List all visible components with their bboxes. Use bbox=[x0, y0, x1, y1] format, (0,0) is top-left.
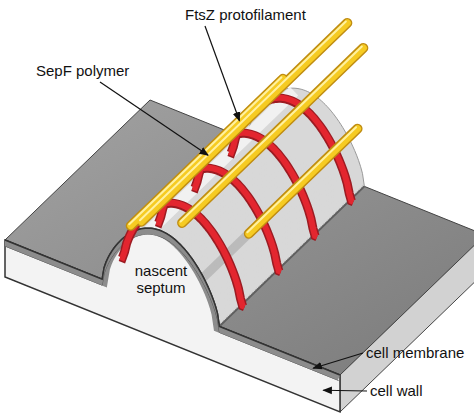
ftsz-rod bbox=[182, 48, 363, 223]
leader-lines bbox=[100, 26, 367, 391]
annotation-label: cell membrane bbox=[366, 344, 464, 361]
cell-wall-section bbox=[5, 228, 340, 412]
ftsz-rod-highlight bbox=[181, 46, 362, 221]
ftsz-rod-edge bbox=[182, 48, 363, 223]
ftsz-rod-edge bbox=[141, 23, 347, 222]
leader-arrow bbox=[323, 390, 367, 392]
ftsz-rod-highlight bbox=[140, 21, 346, 220]
ftsz-rod-highlight bbox=[247, 127, 356, 232]
membrane-section bbox=[5, 228, 340, 375]
illustration-group bbox=[5, 21, 474, 412]
structure-label: nascent septum bbox=[126, 262, 196, 296]
leader-arrow bbox=[100, 82, 208, 155]
leader-arrow bbox=[313, 353, 363, 368]
slab-side-face bbox=[340, 235, 474, 412]
ftsz-rod-highlight bbox=[129, 77, 281, 224]
leader-arrow bbox=[205, 26, 239, 121]
membrane-inner-line bbox=[5, 234, 340, 381]
annotation-label: SepF polymer bbox=[36, 62, 129, 79]
annotation-label: cell wall bbox=[370, 382, 423, 399]
annotation-label: FtsZ protofilament bbox=[185, 6, 306, 23]
ftsz-filament-group bbox=[129, 21, 363, 233]
ftsz-rod bbox=[141, 23, 347, 222]
membrane-outer-line bbox=[5, 228, 340, 375]
ftsz-rod bbox=[249, 129, 358, 234]
